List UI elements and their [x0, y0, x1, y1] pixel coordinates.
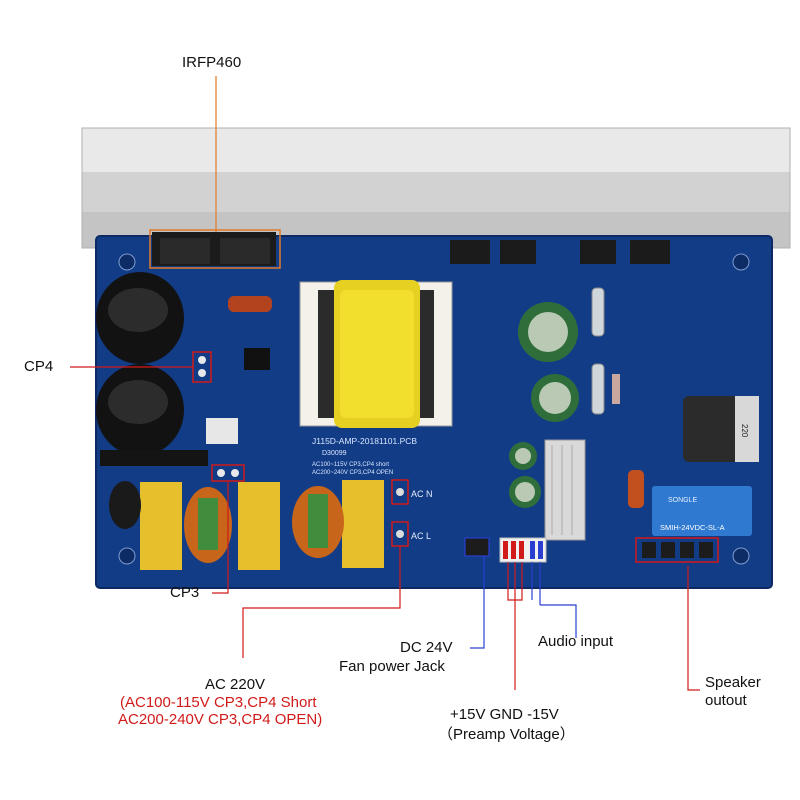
pcb-note-2-text: AC200~240V CP3,CP4 OPEN: [312, 470, 393, 476]
inductor-text: 220: [740, 424, 749, 438]
annotation-lines: [70, 76, 700, 691]
cp4-label: CP4: [24, 358, 54, 375]
dc-pointer: [470, 556, 485, 649]
dc-line2-label: Fan power Jack: [339, 658, 445, 675]
heatsink: [81, 127, 791, 249]
relay: SONGLE SMIH-24VDC-SL-A: [652, 486, 752, 536]
common-mode-chokes: [184, 486, 344, 563]
bulk-capacitors: [96, 272, 208, 466]
preamp-pointer-2: [507, 562, 523, 601]
speaker-terminals: [635, 537, 719, 563]
filter-capacitors: [509, 302, 579, 508]
pcb-note-1-text: AC100~115V CP3,CP4 short: [312, 462, 389, 468]
pcb-code-text: D30099: [322, 450, 347, 457]
cp3-label: CP3: [170, 584, 200, 601]
irfp460-transistors: [149, 229, 670, 269]
ac-n-text: AC N: [411, 489, 433, 499]
dc-line1-label: DC 24V: [400, 639, 453, 656]
irfp460-label: IRFP460: [182, 54, 242, 71]
x-capacitors: [109, 480, 384, 570]
cp3-pointer: [212, 481, 229, 594]
preamp-line1-label: +15V GND -15V: [450, 706, 559, 723]
transformer: [299, 280, 453, 428]
output-inductor: 220: [683, 396, 759, 462]
speaker-pointer: [687, 566, 700, 691]
relay-text: SMIH-24VDC-SL-A: [660, 523, 725, 532]
ac-title-label: AC 220V: [205, 676, 266, 693]
ac-l-text: AC L: [411, 531, 431, 541]
pcb-title-text: J115D-AMP-20181101.PCB: [312, 436, 417, 446]
audio-input-label: Audio input: [538, 633, 614, 650]
relay-brand-text: SONGLE: [668, 497, 698, 504]
preamp-header: [499, 537, 547, 563]
driver-ic: [206, 296, 272, 444]
speaker-line1-label: Speaker: [705, 674, 761, 691]
fan-jack: [464, 537, 490, 557]
ac-line1-label: (AC100-115V CP3,CP4 Short: [120, 694, 317, 711]
ac-terminals: AC N AC L: [391, 479, 433, 547]
fuses: [591, 287, 620, 415]
audio-pointer-2: [540, 604, 577, 638]
speaker-line2-label: outout: [705, 692, 747, 709]
cp4-jumper: [192, 351, 212, 383]
small-heatsink: [544, 439, 586, 541]
pcb-silkscreen: J115D-AMP-20181101.PCB D30099 AC100~115V…: [312, 436, 417, 476]
ac-pointer: [242, 546, 401, 658]
preamp-line2-label: （Preamp Voltage）: [438, 726, 575, 743]
film-capacitor: [628, 470, 644, 508]
ac-line2-label: AC200-240V CP3,CP4 OPEN): [118, 711, 323, 728]
